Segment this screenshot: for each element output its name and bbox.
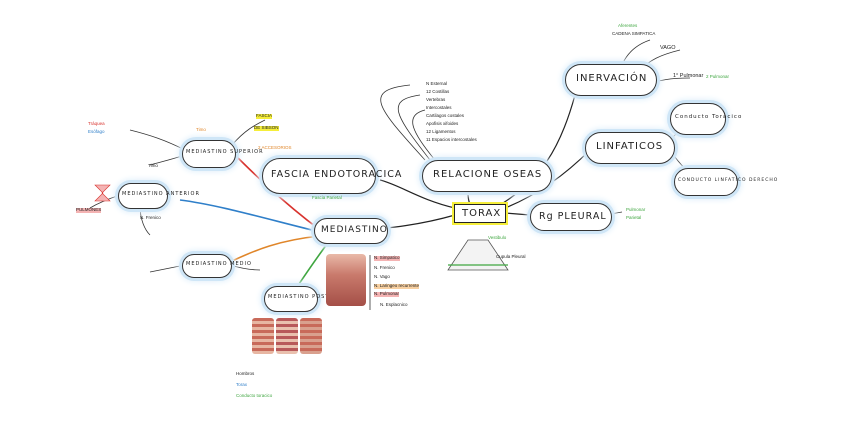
superior-note-0: Tráquea: [88, 121, 105, 126]
pleural-note-1: Parietal: [626, 215, 642, 220]
pleural-note-2: Vestibulo: [488, 235, 507, 240]
node-med-posterior: MEDIASTINO POSTERIOR: [264, 286, 349, 312]
relaciones-item: 11 Espacios intercostales: [426, 137, 477, 142]
relaciones-item: N Esternal: [426, 81, 448, 86]
fascia-note-2: DE SIBSON: [254, 125, 279, 131]
inervacion-label: INERVACIÓN: [576, 73, 648, 84]
node-conducto-derecho: CONDUCTO LINFATICO DERECHO: [674, 168, 777, 196]
detail-item: N. Simpatico: [374, 255, 400, 261]
relaciones-item: 12 Ligamentos: [426, 129, 456, 134]
node-mediastino: MEDIASTINO: [314, 218, 388, 244]
med-posterior-label: MEDIASTINO POSTERIOR: [268, 294, 350, 300]
center-label: TORAX: [462, 208, 502, 219]
detail-item: N. Laringeo recurrente: [374, 283, 420, 289]
med-superior-label: MEDIASTINO SUPERIOR: [186, 149, 264, 155]
relaciones-item: Cartilagos costales: [426, 113, 465, 118]
anatomy-thumbnail: [326, 254, 366, 306]
node-linfaticos: LINFATICOS: [585, 132, 675, 164]
detail-item: N. Frenico: [374, 265, 395, 270]
legend-item: Conducto toracico: [236, 393, 273, 398]
pleural-note-0: Pulmonar: [626, 207, 646, 212]
pleural-note-3: Cupula Pleural: [496, 254, 526, 259]
anterior-note-2: Timo: [148, 163, 158, 168]
med-medio-label: MEDIASTINO MEDIO: [186, 261, 252, 267]
fascia-note-0: 2 ACCESORIOS: [258, 145, 292, 150]
relaciones-label: RELACIONE OSEAS: [433, 169, 543, 180]
node-med-superior: MEDIASTINO SUPERIOR: [182, 140, 263, 168]
superior-note-2: Timo: [196, 127, 206, 132]
superior-note-1: Esófago: [88, 129, 105, 134]
fascia-note-1: FASCIA: [256, 113, 273, 119]
legend-item: Hombros: [236, 371, 255, 376]
conducto-derecho-label: CONDUCTO LINFATICO DERECHO: [678, 178, 779, 183]
linfaticos-label: LINFATICOS: [596, 141, 664, 152]
node-med-medio: MEDIASTINO MEDIO: [182, 254, 251, 278]
relaciones-item: Apofisis xifoides: [426, 121, 459, 126]
relaciones-item: 12 Costillas: [426, 89, 450, 94]
detail-item: N. Pulmonar: [374, 291, 400, 297]
node-conducto-toracico: Conducto Toracico: [670, 103, 741, 135]
node-inervacion: INERVACIÓN: [565, 64, 657, 96]
inervacion-note-2: VAGO: [660, 45, 676, 51]
legend-item: Torax: [236, 382, 248, 387]
detail-item: N. Esplacnico: [380, 302, 408, 307]
node-relaciones: RELACIONE OSEAS: [422, 160, 552, 192]
node-med-anterior: MEDIASTINO ANTERIOR: [118, 183, 199, 209]
fascia-note-3: Fascia Parietal: [312, 195, 342, 200]
relaciones-item: Vertebras: [426, 97, 446, 102]
fascia-label: FASCIA ENDOTORACICA: [271, 169, 403, 180]
anatomy-thumbnail: [252, 318, 274, 354]
center-node: TORAX: [454, 204, 506, 223]
node-fascia: FASCIA ENDOTORACICA: [262, 158, 401, 194]
anatomy-thumbnail: [276, 318, 298, 354]
relaciones-item: Intercostales: [426, 105, 452, 110]
detail-item: N. Vago: [374, 274, 390, 279]
inervacion-note-3: 1° Pulmonar: [673, 73, 704, 79]
conducto-toracico-label: Conducto Toracico: [675, 114, 743, 120]
anatomy-thumbnail: [300, 318, 322, 354]
med-anterior-label: MEDIASTINO ANTERIOR: [122, 191, 200, 197]
anterior-note-0: PULMONES: [76, 207, 102, 213]
node-pleural: Rg PLEURAL: [530, 203, 612, 231]
inervacion-note-0: Aferentes: [618, 23, 638, 28]
pleural-label: Rg PLEURAL: [539, 211, 607, 222]
mediastino-label: MEDIASTINO: [321, 225, 388, 235]
anterior-note-1: N. Frenico: [140, 215, 161, 220]
inervacion-note-1: CADENA SIMPATICA: [612, 31, 656, 36]
inervacion-note-4: 2 Pulmonar: [706, 74, 730, 79]
